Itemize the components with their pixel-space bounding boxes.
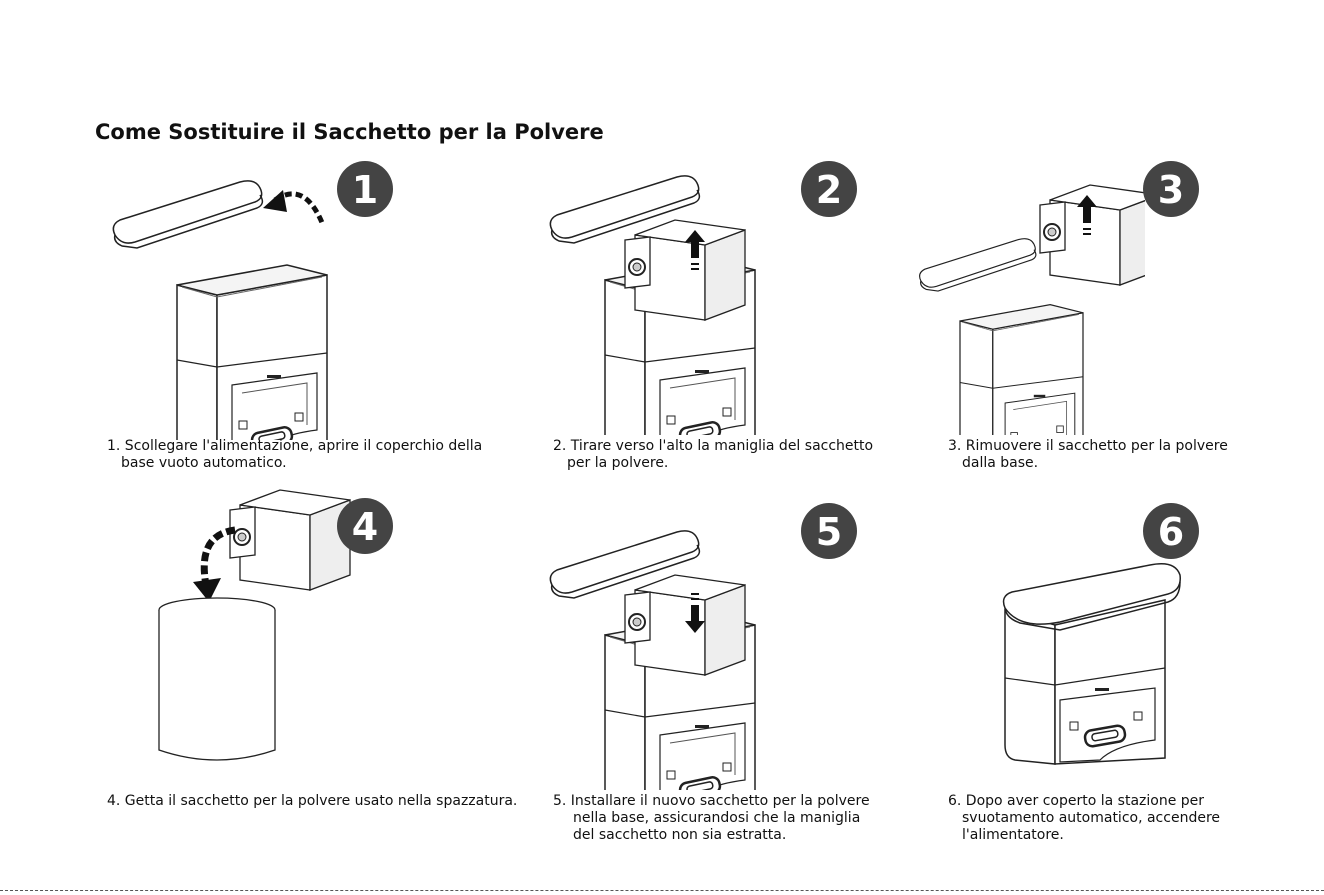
step-3-number: 3	[1158, 168, 1184, 212]
step-5-number: 5	[816, 510, 842, 554]
step-5-caption: 5. Installare il nuovo sacchetto per la …	[553, 793, 870, 843]
step-2-caption: 2. Tirare verso l'alto la maniglia del s…	[553, 438, 874, 471]
page-title: Come Sostituire il Sacchetto per la Polv…	[95, 120, 604, 144]
step-2-illustration	[545, 170, 785, 462]
step-3-caption: 3. Rimuovere il sacchetto per la polvere…	[948, 438, 1228, 471]
step-6-illustration	[1000, 560, 1190, 770]
step-6-number: 6	[1158, 510, 1184, 554]
step-1-illustration	[105, 170, 345, 467]
step-3-illustration	[915, 170, 1161, 470]
step-2-badge: 2	[800, 160, 858, 218]
step-2-number: 2	[816, 168, 842, 212]
step-5-illustration	[545, 525, 785, 817]
step-4-number: 4	[352, 505, 378, 549]
step-4-badge: 4	[336, 497, 394, 555]
page-bottom-rule	[0, 890, 1324, 891]
step-1-badge: 1	[336, 160, 394, 218]
step-1-caption: 1. Scollegare l'alimentazione, aprire il…	[107, 438, 483, 471]
step-6-badge: 6	[1142, 502, 1200, 560]
step-4-illustration	[155, 480, 355, 765]
step-1-number: 1	[352, 168, 378, 212]
step-3-badge: 3	[1142, 160, 1200, 218]
step-4-caption: 4. Getta il sacchetto per la polvere usa…	[107, 793, 518, 809]
step-5-badge: 5	[800, 502, 858, 560]
step-6-caption: 6. Dopo aver coperto la stazione per svu…	[948, 793, 1221, 843]
